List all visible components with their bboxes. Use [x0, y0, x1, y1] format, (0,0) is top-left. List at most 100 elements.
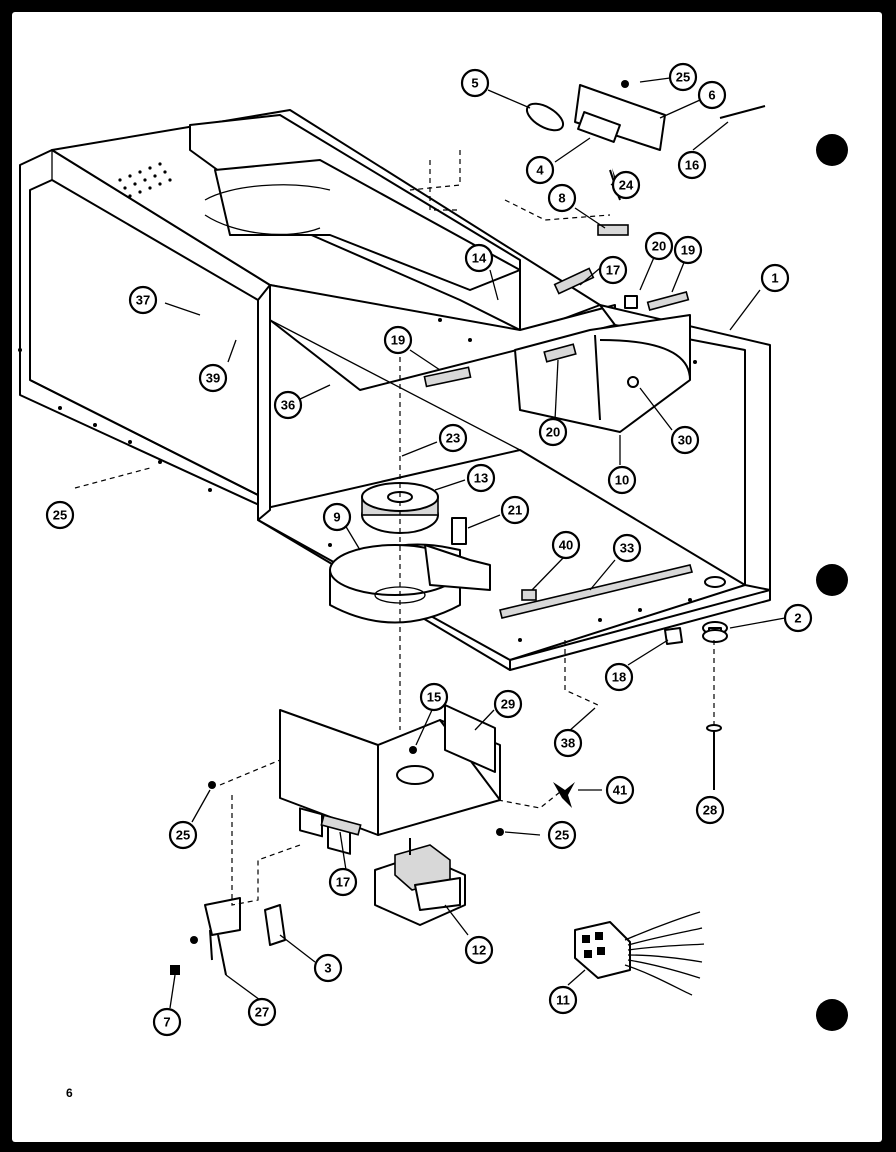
- callout-30: 30: [670, 425, 700, 455]
- callout-36: 36: [273, 390, 303, 420]
- svg-text:15: 15: [427, 690, 441, 705]
- svg-text:28: 28: [703, 803, 717, 818]
- callout-3: 3: [313, 953, 343, 983]
- svg-text:3: 3: [324, 961, 331, 976]
- part-12-motor: [374, 838, 466, 926]
- svg-text:29: 29: [501, 697, 515, 712]
- part-29-bracket-plate: [444, 704, 496, 773]
- top-vent-holes: [118, 162, 172, 198]
- callout-18: 18: [604, 662, 634, 692]
- part-25-screw-left: [208, 781, 216, 789]
- callouts: 5 25 6 4 16 24 8 14 17 20 19 1 37 192019…: [45, 62, 813, 1037]
- part-27-plate: [204, 897, 241, 936]
- callout-19: 192019: [383, 325, 413, 355]
- svg-text:20: 20: [546, 425, 560, 440]
- rail-33: [499, 564, 693, 619]
- part-3-switch: [264, 904, 286, 946]
- svg-text:37: 37: [136, 293, 150, 308]
- svg-text:20: 20: [652, 239, 666, 254]
- callout-4: 4: [525, 155, 555, 185]
- svg-text:9: 9: [333, 510, 340, 525]
- svg-text:38: 38: [561, 736, 575, 751]
- svg-text:4: 4: [536, 163, 544, 178]
- callout-41: 41: [605, 775, 635, 805]
- callout-23: 23: [438, 423, 468, 453]
- part-25-screw-top: [621, 80, 629, 88]
- callout-40: 40: [551, 530, 581, 560]
- part-28-screw: [706, 724, 722, 732]
- part-11-wire-harness: [574, 911, 705, 996]
- svg-text:10: 10: [615, 473, 629, 488]
- page-number: 6: [66, 1086, 73, 1100]
- svg-text:2: 2: [794, 611, 801, 626]
- callout-16: 16: [677, 150, 707, 180]
- svg-text:14: 14: [472, 251, 487, 266]
- cabinet-housing: [18, 109, 771, 671]
- svg-text:17: 17: [336, 875, 350, 890]
- callout-20-lower: 20: [538, 417, 568, 447]
- svg-text:25: 25: [176, 828, 190, 843]
- part-27-screw: [190, 936, 198, 944]
- callout-11: 11: [548, 985, 578, 1015]
- leader-lines: [164, 77, 786, 1009]
- binder-hole-middle: [816, 564, 848, 596]
- svg-text:19: 19: [681, 243, 695, 258]
- part-40-clip: [521, 589, 537, 601]
- binder-hole-bottom: [816, 999, 848, 1031]
- part-7-nut: [170, 965, 180, 975]
- part-20-bracket-lower: [543, 343, 577, 363]
- part-21-clip: [624, 295, 638, 309]
- callout-1: 1: [760, 263, 790, 293]
- callout-29: 29: [493, 689, 523, 719]
- svg-text:16: 16: [685, 158, 699, 173]
- binder-holes: [816, 134, 848, 1031]
- part-30-screw: [627, 376, 639, 388]
- svg-text:33: 33: [620, 541, 634, 556]
- svg-text:13: 13: [474, 471, 488, 486]
- callout-8: 8: [547, 183, 577, 213]
- waveguide-channel: [214, 159, 521, 291]
- part-4-lamp-socket: [577, 111, 621, 143]
- callout-13: 13: [466, 463, 496, 493]
- callout-12: 12: [464, 935, 494, 965]
- svg-text:40: 40: [559, 538, 573, 553]
- callout-25: 25: [668, 62, 698, 92]
- part-17-switch-lower: [320, 814, 362, 836]
- callout-2: 2: [783, 603, 813, 633]
- motor-bracket-assembly: [208, 704, 575, 855]
- callout-37: 37: [128, 285, 158, 315]
- svg-text:25: 25: [555, 828, 569, 843]
- svg-text:24: 24: [619, 178, 634, 193]
- part-25-screw-bottom: [496, 828, 504, 836]
- part-41-wing-nut: [553, 782, 575, 808]
- callout-15: 15: [419, 682, 449, 712]
- part-19-bracket: [423, 366, 472, 388]
- part-15-screw: [409, 746, 417, 754]
- svg-text:25: 25: [53, 508, 67, 523]
- part-9-duct-flap: [424, 544, 491, 591]
- svg-text:25: 25: [676, 70, 690, 85]
- svg-text:19: 19: [391, 333, 405, 348]
- callout-33: 33: [612, 533, 642, 563]
- svg-text:7: 7: [163, 1015, 170, 1030]
- callout-7: 7: [152, 1007, 182, 1037]
- callout-21: 20: [644, 231, 674, 261]
- svg-text:39: 39: [206, 371, 220, 386]
- svg-text:23: 23: [446, 431, 460, 446]
- svg-text:18: 18: [612, 670, 626, 685]
- svg-text:5: 5: [471, 76, 478, 91]
- part-22-switch: [451, 517, 467, 545]
- callout-5: 5: [460, 68, 490, 98]
- callout-14: 14: [464, 243, 494, 273]
- svg-text:6: 6: [708, 88, 715, 103]
- svg-text:11: 11: [556, 993, 570, 1008]
- callout-6: 6: [697, 80, 727, 110]
- svg-text:1: 1: [771, 271, 778, 286]
- part-17-switch-upper: [553, 267, 595, 295]
- cabinet-base-front-lip: [509, 589, 771, 671]
- callout-28: 28: [695, 795, 725, 825]
- callout-22: 21: [500, 495, 530, 525]
- svg-text:21: 21: [508, 503, 522, 518]
- assembly-guide-lines: [74, 150, 715, 906]
